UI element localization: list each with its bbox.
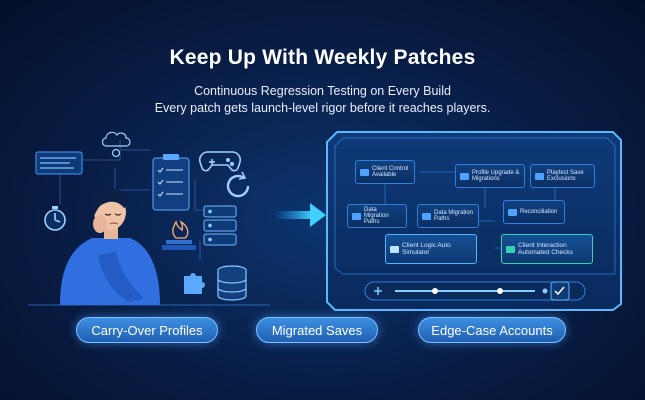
stressed-developer-illustration <box>28 131 270 306</box>
check-icon <box>550 281 570 301</box>
cloud-sync-icon <box>101 131 131 158</box>
checklist-icon <box>152 154 190 211</box>
pill-edge-case-accounts[interactable]: Edge-Case Accounts <box>418 317 566 343</box>
fire-icon <box>162 220 196 250</box>
stopwatch-icon <box>44 206 66 231</box>
arrow-right-icon <box>274 203 326 227</box>
puzzle-icon <box>184 273 205 294</box>
developer-figure <box>60 188 160 305</box>
subtitle-line-2: Every patch gets launch-level rigor befo… <box>154 101 491 115</box>
dash-node: Data Migration Paths <box>417 204 479 228</box>
gamepad-icon <box>198 151 242 172</box>
regression-dashboard: Client Control Available Profile Upgrade… <box>325 128 625 313</box>
page-title: Keep Up With Weekly Patches <box>169 46 476 69</box>
dash-node: Data Migration Paths <box>347 204 407 228</box>
subtitle-line-1: Continuous Regression Testing on Every B… <box>194 84 451 98</box>
dash-node: Client Interaction Automated Checks <box>501 234 593 264</box>
pill-migrated-saves[interactable]: Migrated Saves <box>256 317 378 343</box>
dash-node: Client Control Available <box>355 160 415 184</box>
refresh-icon <box>226 171 250 198</box>
server-stack-icon <box>203 205 237 246</box>
pill-carry-over-profiles[interactable]: Carry-Over Profiles <box>76 317 218 343</box>
dash-node: Profile Upgrade & Migrations <box>455 164 525 188</box>
plus-icon <box>374 287 382 295</box>
dash-node: Playtest Save Exclusions <box>530 164 595 188</box>
code-window-icon <box>35 151 83 175</box>
dash-node: Client Logic Auto Simulator <box>385 234 477 264</box>
dash-node: Reconciliation <box>503 200 565 224</box>
database-icon <box>217 265 247 301</box>
